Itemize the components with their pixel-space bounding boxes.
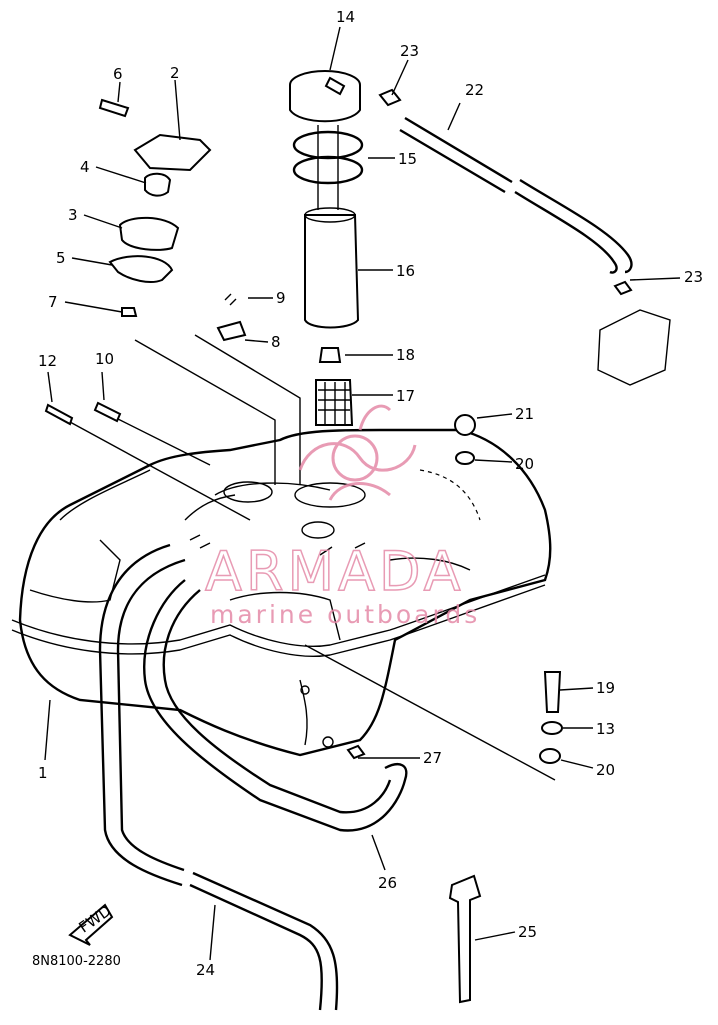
catalog-code: 8N8100-2280	[32, 954, 121, 969]
callout-21: 21	[515, 405, 534, 423]
callout-19: 13	[596, 720, 615, 738]
callout-24: 24	[196, 961, 215, 979]
watermark: ARMADA marine outboards	[204, 404, 480, 629]
watermark-tagline: marine outboards	[210, 600, 480, 629]
callout-23-top: 23	[400, 42, 419, 60]
fuel-cap-group	[98, 98, 301, 485]
sender-assembly	[289, 70, 364, 426]
callout-16: 17	[396, 387, 415, 405]
strap-and-plate	[448, 309, 671, 1004]
callout-12: 12	[38, 352, 57, 370]
hoses	[98, 88, 633, 1011]
callout-27: 27	[423, 749, 442, 767]
callout-5: 4	[80, 158, 90, 176]
callout-18: 19	[596, 679, 615, 697]
callout-6: 7	[48, 293, 58, 311]
callout-1: 1	[38, 764, 48, 782]
callout-20-top: 20	[515, 455, 534, 473]
callout-25: 25	[518, 923, 537, 941]
callout-22: 22	[465, 81, 484, 99]
callout-20-bottom: 20	[596, 761, 615, 779]
callouts: 14 2 6 4 3 5 7 9 8 15 16 18 17 23 22 23 …	[38, 8, 703, 979]
fuel-tank	[11, 428, 552, 757]
callout-9: 9	[276, 289, 286, 307]
fwd-arrow-icon: FWD	[68, 902, 115, 946]
callout-13: 14	[336, 8, 355, 26]
callout-3: 3	[68, 206, 78, 224]
callout-15: 16	[396, 262, 415, 280]
callout-17: 18	[396, 346, 415, 364]
callout-4: 5	[56, 249, 66, 267]
callout-8: 8	[271, 333, 281, 351]
callout-10: 10	[95, 350, 114, 368]
callout-23-right: 23	[684, 268, 703, 286]
callout-26: 26	[378, 874, 397, 892]
bolts	[44, 401, 563, 781]
leader-lines	[44, 26, 681, 961]
callout-2: 2	[170, 64, 180, 82]
callout-14: 15	[398, 150, 417, 168]
watermark-brand: ARMADA	[205, 540, 465, 603]
callout-7: 6	[113, 65, 123, 83]
watermark-logo-icon	[298, 404, 417, 501]
